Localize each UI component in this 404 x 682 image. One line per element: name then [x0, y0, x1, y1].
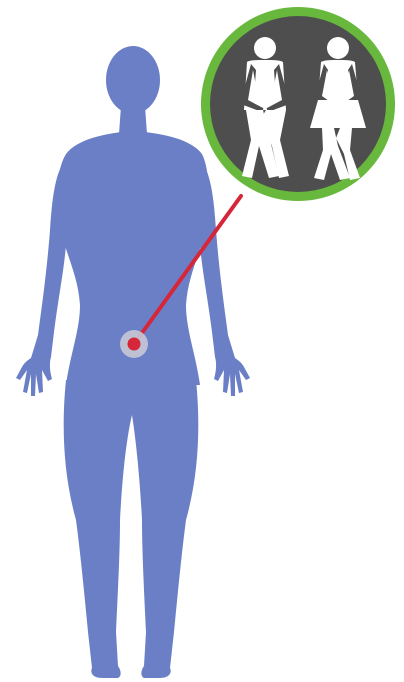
location-marker [120, 330, 148, 358]
callout-circle [201, 7, 395, 201]
